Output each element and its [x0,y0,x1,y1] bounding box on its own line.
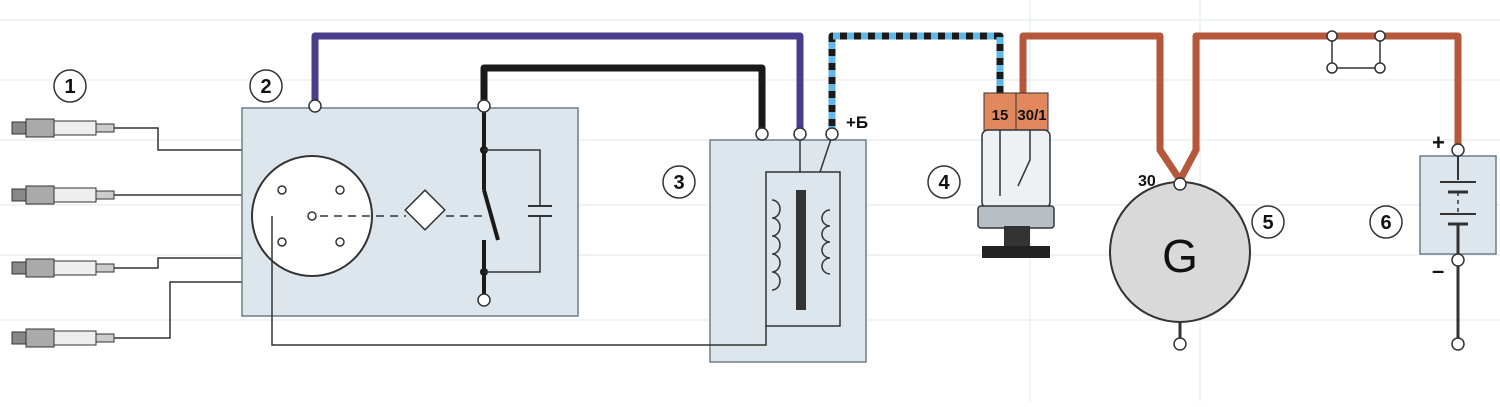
distributor-terminal-black [477,99,491,113]
callout-5: 5 [1251,205,1285,239]
cap-center [307,211,317,221]
coil-lead [819,135,833,173]
callout-4: 4 [927,165,961,199]
brown-wire-switch [1019,32,1183,182]
spark-plug [11,118,115,138]
plus-b-label: +Б [846,113,868,132]
battery-ground [1451,337,1465,351]
callout-4-label: 4 [938,172,950,194]
generator-ground [1173,337,1187,351]
capacitor-wire [484,216,541,273]
battery-terminal-plus [1451,143,1465,157]
cap-terminal [335,237,345,247]
generator-terminal-30 [1173,177,1187,191]
brown-wire-battery [1176,32,1462,182]
callout-2: 2 [249,69,283,103]
terminal-15-label: 15 [992,107,1009,124]
generator-g-label: G [1162,230,1198,282]
ignition-coil [271,127,867,363]
primary-winding [771,199,781,291]
top-switch [1326,30,1386,74]
switch-neck [1004,226,1030,246]
callout-6-label: 6 [1380,212,1391,234]
distributor-unit [241,99,579,317]
spark-plug [11,258,115,278]
callout-6: 6 [1369,205,1403,239]
cap-terminal [335,185,345,195]
battery-terminal-minus [1451,253,1465,267]
coil-terminal-k [755,127,769,141]
switch-body [981,129,1051,209]
callout-3-label: 3 [673,172,684,194]
generator [1109,177,1251,351]
spark-plug [11,328,115,348]
purple-wire [311,32,804,133]
callout-2-label: 2 [260,76,271,98]
battery [1419,143,1497,351]
cap-terminal [277,185,287,195]
callout-5-label: 5 [1262,212,1273,234]
coil-terminal-plus-b [825,127,839,141]
battery-minus-label: – [1432,258,1444,283]
spark-plugs [11,118,115,348]
secondary-winding [821,209,831,275]
terminal-30-1-label: 30/1 [1017,107,1046,124]
terminal-15-block [983,92,1017,132]
callout-1: 1 [53,69,87,103]
switch-contact [1017,130,1031,187]
cap-terminal [277,237,287,247]
ignition-switch [977,92,1055,258]
callout-1-label: 1 [64,76,75,98]
breaker-contact [482,189,500,241]
distributor-terminal-purple [308,99,322,113]
spark-plug [11,185,115,205]
switch-barrel [977,205,1055,229]
cam-diamond [404,189,446,231]
black-wire [480,64,766,133]
ignition-key-icon [982,246,1050,258]
coil-output-lead [271,216,767,346]
coil-terminal-purple [793,127,807,141]
blue-stripe-wire-stripes [828,32,1004,133]
generator-30-label: 30 [1138,173,1156,190]
terminal-30-1-block [1015,92,1049,132]
capacitor-wire [484,149,541,206]
coil-panel [709,139,867,363]
coil-core [796,190,806,310]
callout-3: 3 [662,165,696,199]
distributor-ground [477,293,491,307]
coil-core-frame [765,171,841,327]
battery-plus-label: + [1432,130,1445,155]
